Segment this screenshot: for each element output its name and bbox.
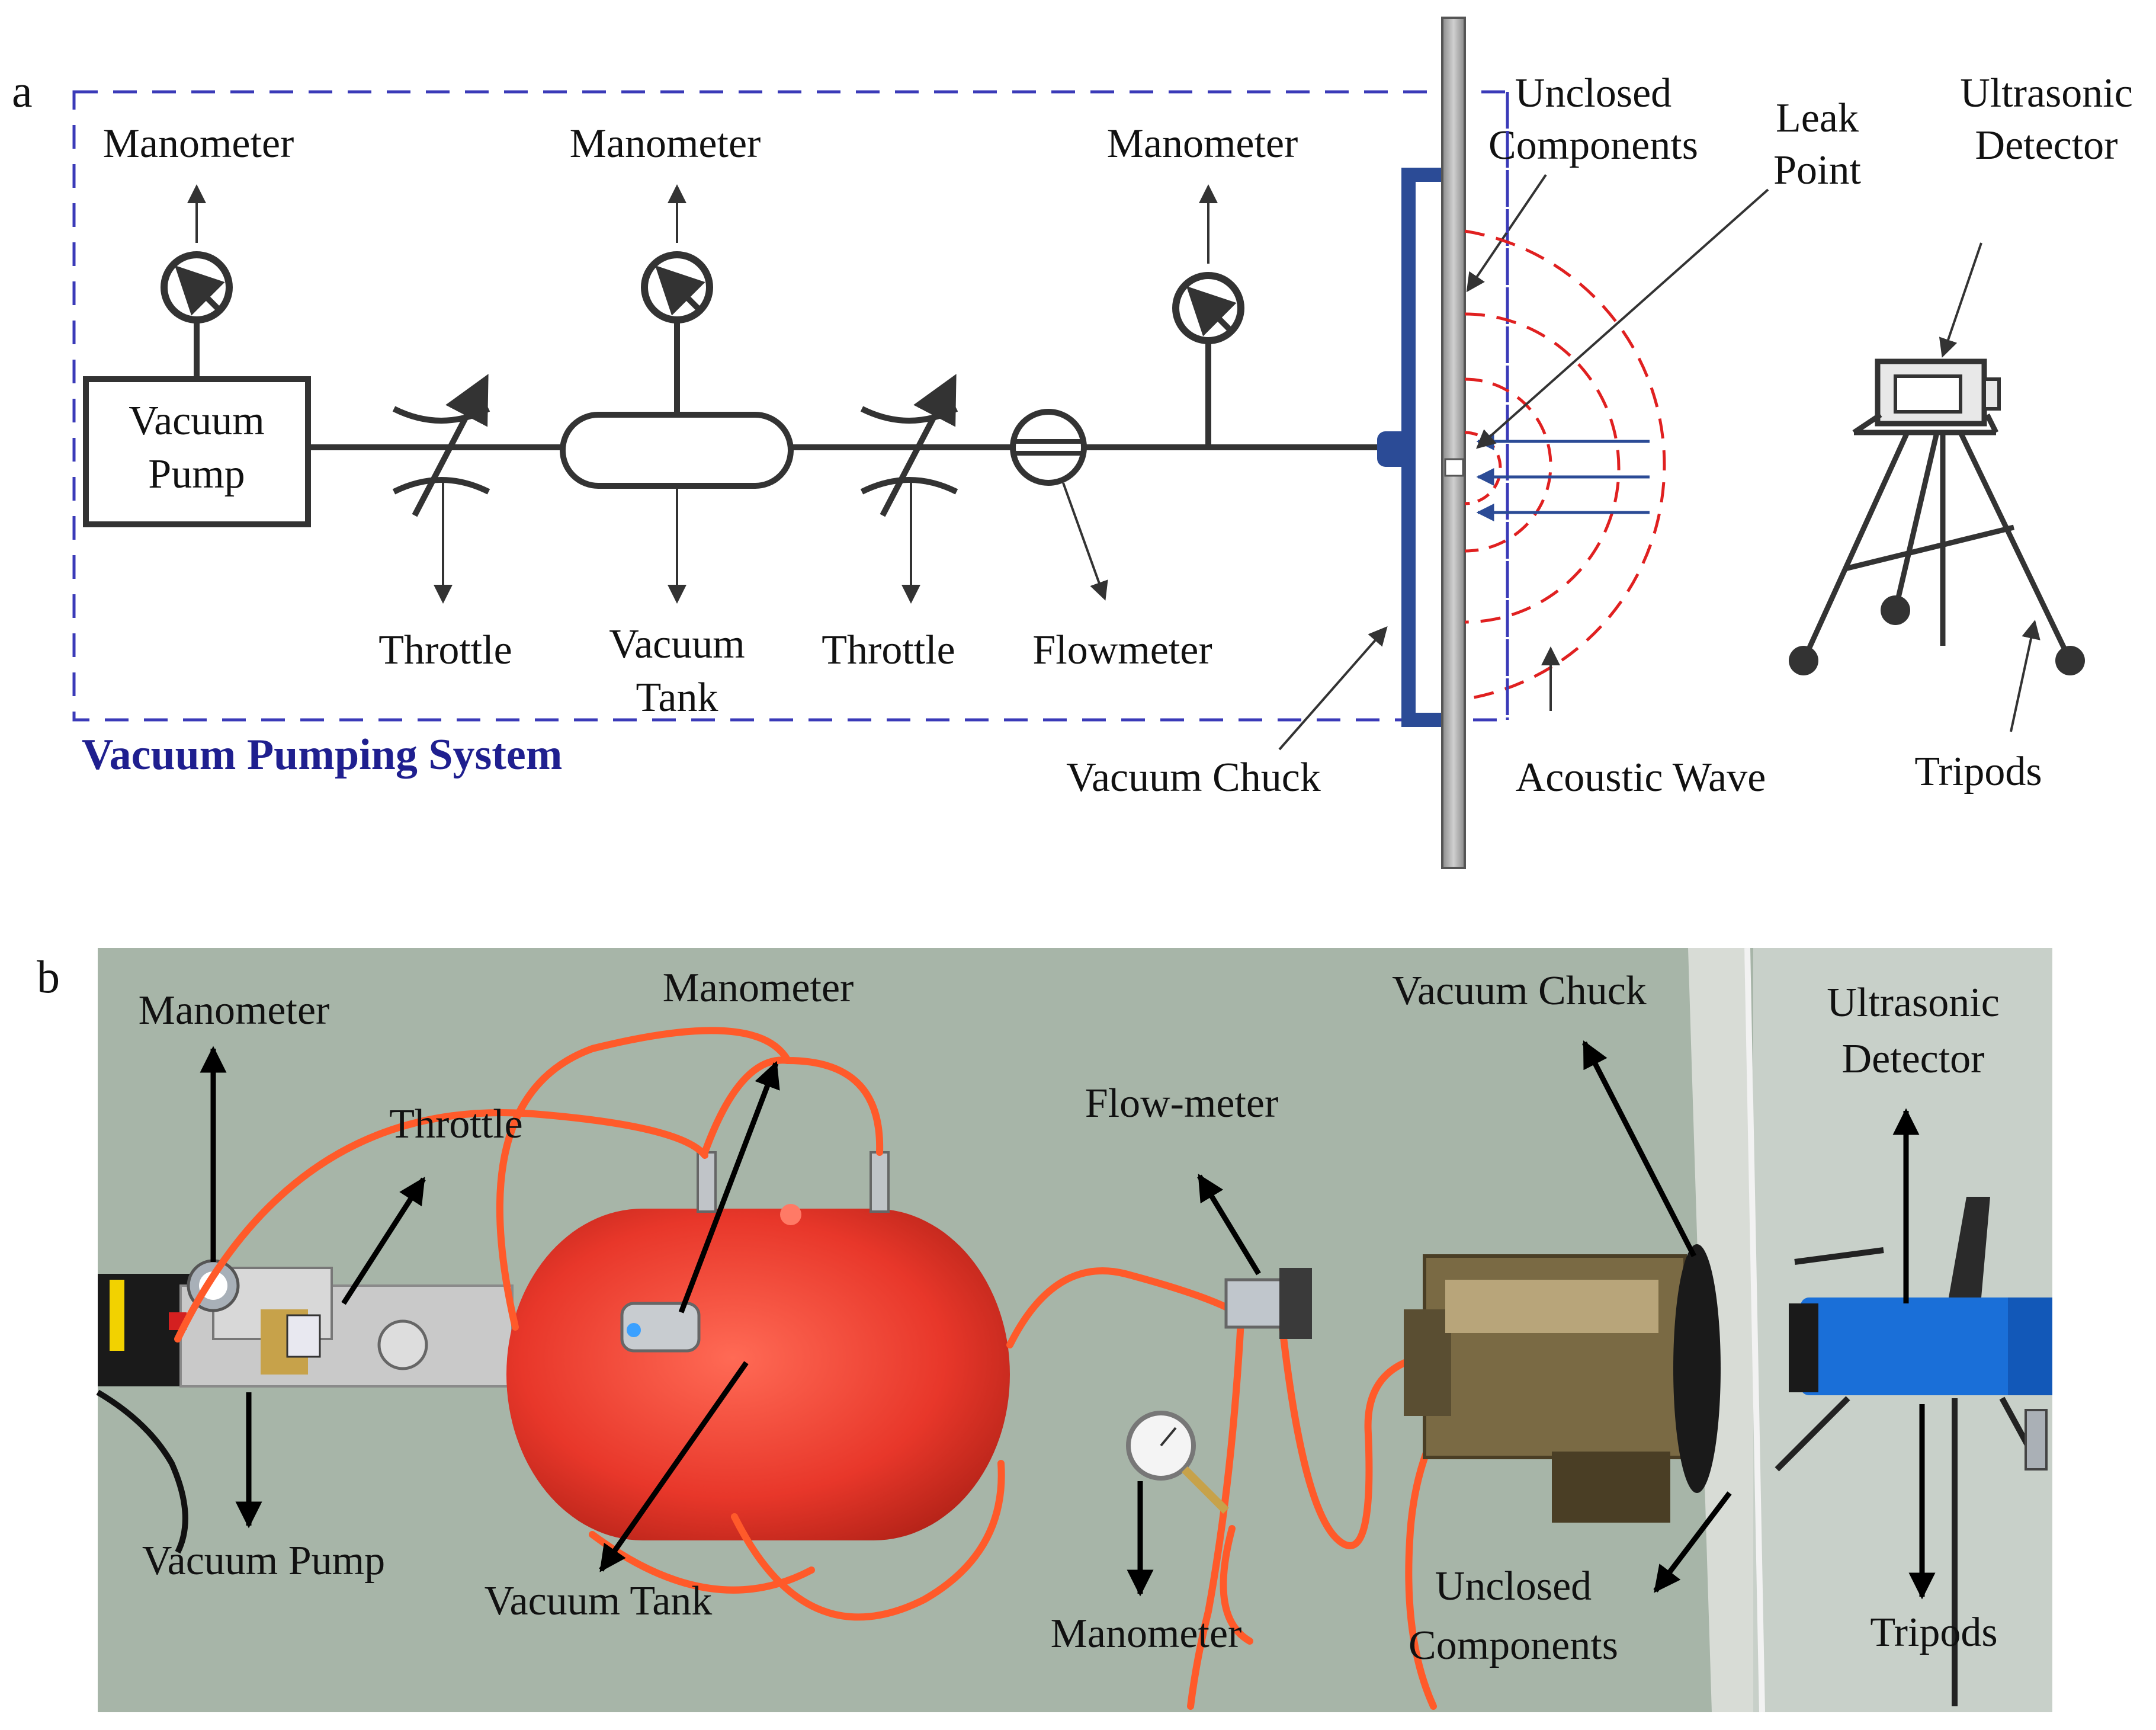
flowmeter-icon [1010, 409, 1087, 486]
manometer-1-label: Manometer [103, 121, 294, 166]
system-label: Vacuum Pumping System [82, 731, 562, 779]
photo-manometer-pump-label: Manometer [139, 988, 330, 1033]
ultrasonic-detector-icon [1852, 358, 2001, 435]
system-boundary [72, 90, 1509, 722]
tripod-icon [1789, 431, 2085, 675]
photo-vacuum-tank-arrow [599, 1361, 749, 1572]
vacuum-pump-label-2: Pump [148, 451, 245, 497]
photo-manometer-tank-label: Manometer [663, 965, 854, 1011]
ultrasonic-detector-arrow [1939, 242, 1982, 358]
flowmeter-label: Flowmeter [1032, 627, 1212, 673]
vacuum-tank-label-1: Vacuum [609, 621, 745, 667]
photo-ultrasonic-detector [1789, 1197, 2052, 1395]
photo-ultrasonic-label-1: Ultrasonic [1827, 980, 2000, 1026]
panel-a: a Vacuum Pumping System Vacuum Pump Mano… [12, 17, 2133, 869]
photo-vacuum-pump-label: Vacuum Pump [142, 1538, 385, 1584]
photo-unclosed-label-2: Components [1409, 1623, 1618, 1668]
photo-unclosed-label-1: Unclosed [1435, 1564, 1592, 1609]
unclosed-plate [1441, 17, 1466, 869]
photo-throttle-arrow [341, 1177, 426, 1305]
photo-flowmeter-arrow [1197, 1174, 1261, 1276]
unclosed-label-1: Unclosed [1515, 71, 1671, 116]
photo-unclosed-arrow [1653, 1491, 1732, 1593]
leak-point-arrow [1476, 188, 1769, 449]
vacuum-pump-label-1: Vacuum [129, 398, 264, 444]
tripods-label: Tripods [1914, 749, 2042, 794]
manometer-3-gauge-icon [1172, 272, 1244, 344]
photo-vacuum-chuck-label: Vacuum Chuck [1392, 968, 1647, 1014]
photo-flowmeter [1224, 1268, 1312, 1339]
acoustic-wave-label: Acoustic Wave [1516, 755, 1766, 800]
throttle-1-icon [392, 374, 490, 517]
vacuum-pump-box [83, 376, 311, 527]
manometer-2-label: Manometer [570, 121, 761, 166]
leak-point-label-2: Point [1773, 148, 1861, 193]
leak-hole [1444, 458, 1464, 477]
photo-vacuum-tank-label: Vacuum Tank [485, 1578, 713, 1624]
photo-vacuum-tank [506, 1151, 1010, 1540]
photo-motor [1404, 1244, 1721, 1523]
photo-manometer-gauge [1126, 1411, 1229, 1514]
vacuum-tank-label-2: Tank [636, 675, 718, 720]
leak-arrows [1476, 432, 1650, 521]
vacuum-chuck-label: Vacuum Chuck [1066, 755, 1321, 800]
photo-tripod [1775, 1247, 2048, 1706]
unclosed-label-2: Components [1488, 123, 1698, 168]
tripods-arrow [2010, 620, 2040, 732]
panel-b: b [37, 947, 2052, 1713]
vacuum-chuck-shape [1377, 168, 1442, 727]
ultrasonic-label-1: Ultrasonic [1960, 71, 2133, 116]
throttle-2-icon [860, 374, 958, 517]
photo-manometer-tank-arrow [678, 1061, 780, 1313]
flowmeter-arrow [1062, 482, 1108, 601]
vacuum-tank-shape [560, 412, 794, 489]
photo-flowmeter-label: Flow-meter [1085, 1081, 1279, 1126]
photo-tripods-label: Tripods [1870, 1610, 1997, 1655]
vacuum-chuck-arrow [1278, 626, 1388, 751]
throttle-2-label: Throttle [822, 627, 955, 673]
photo-manometer-label: Manometer [1051, 1611, 1242, 1657]
manometer-3-label: Manometer [1107, 121, 1298, 166]
leak-point-label-1: Leak [1776, 95, 1859, 141]
throttle-1-label: Throttle [378, 627, 512, 673]
photo-ultrasonic-label-2: Detector [1842, 1036, 1985, 1082]
photo-plate-edge [1744, 947, 1765, 1713]
photo-vacuum-chuck-arrow [1581, 1040, 1697, 1258]
panel-b-label: b [37, 951, 60, 1002]
manometer-2-gauge-icon [641, 251, 713, 323]
ultrasonic-label-2: Detector [1975, 123, 2118, 168]
acoustic-wave-arcs [1464, 229, 1666, 701]
panel-a-label: a [12, 65, 33, 117]
manometer-1-gauge-icon [161, 251, 233, 323]
photo-throttle-label: Throttle [389, 1101, 522, 1147]
